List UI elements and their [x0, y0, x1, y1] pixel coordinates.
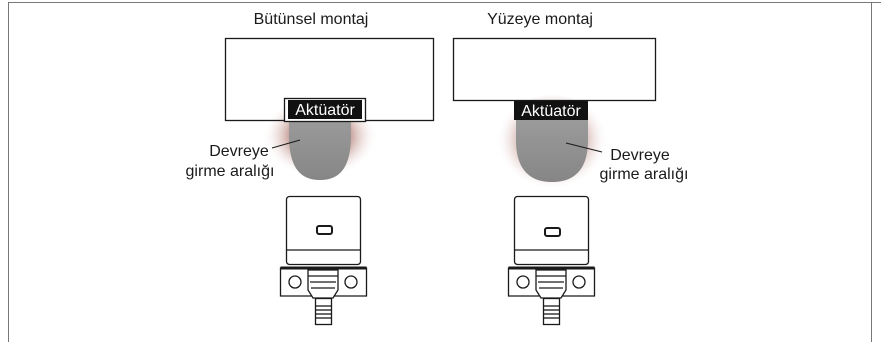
range-label-line1: Devreye: [610, 147, 670, 164]
actuator-label: Aktüatör: [295, 102, 355, 119]
actuator-label-box: [514, 101, 588, 120]
panel-title: Yüzeye montaj: [487, 11, 593, 28]
sensor: [279, 195, 368, 326]
sensor-connector: [542, 297, 561, 326]
sensor-led: [316, 225, 333, 235]
sensing-range: [289, 118, 351, 180]
range-label-line1: Devreye: [209, 143, 269, 160]
sensor: [507, 195, 596, 326]
range-leader-line: [565, 142, 603, 153]
range-leader-line: [271, 139, 301, 149]
sensing-range: [516, 118, 588, 182]
panel-title: Bütünsel montaj: [254, 11, 369, 28]
target-box: [452, 37, 657, 102]
actuator-label: Aktüatör: [521, 103, 581, 120]
sensor-connector: [314, 297, 333, 326]
panel-surface-mount: Yüzeye montaj Aktüatör Devreye girme ara…: [452, 11, 689, 326]
mount-hole-left: [516, 275, 530, 289]
sensor-led: [544, 227, 561, 237]
panel-integral-mount: Bütünsel montaj Aktüatör Devreye girme a…: [186, 11, 435, 326]
actuator-label-box: [288, 100, 362, 119]
range-label-line2: girme aralığı: [186, 163, 275, 180]
mount-hole-right: [344, 275, 358, 289]
range-label-line2: girme aralığı: [600, 166, 689, 183]
mount-hole-right: [572, 275, 586, 289]
mount-hole-left: [288, 275, 302, 289]
